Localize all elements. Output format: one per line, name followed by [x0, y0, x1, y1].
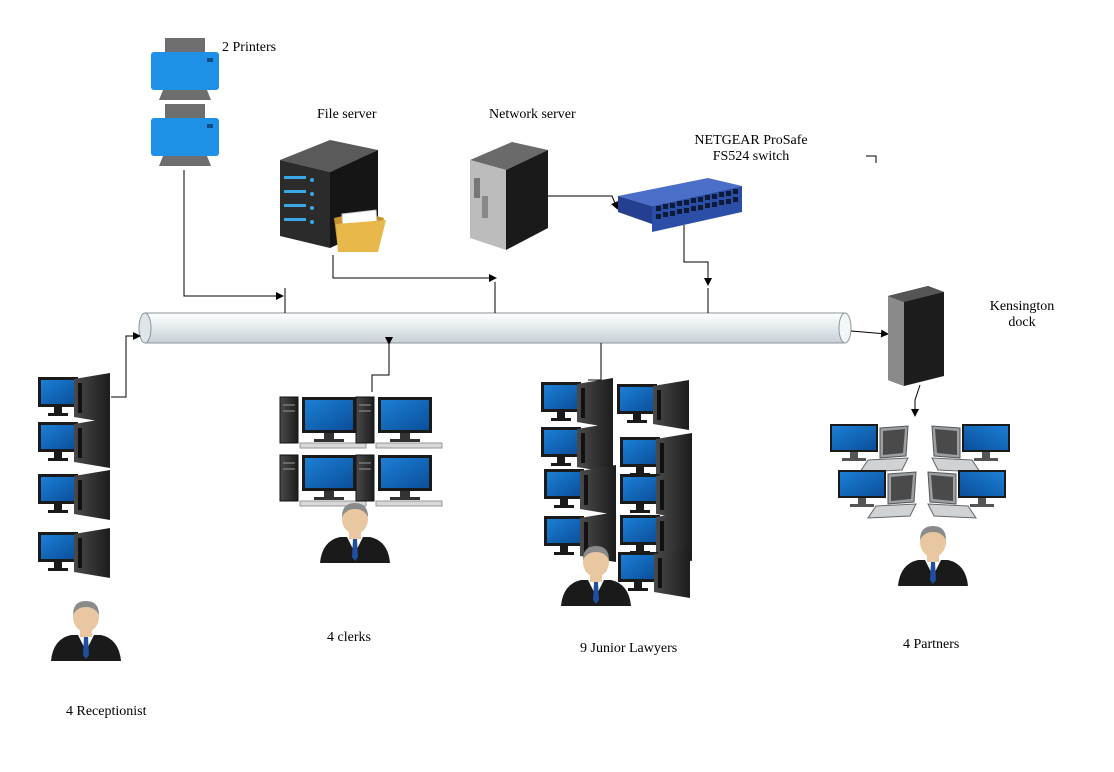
partners-label: 4 Partners: [903, 637, 960, 652]
desktop-pc-icon: [355, 396, 443, 449]
desktop-pc-icon: [620, 470, 692, 520]
desktop-pc-icon: [617, 380, 689, 430]
clerks-group: [279, 396, 443, 563]
desktop-pc-icon: [541, 423, 613, 473]
user-icon: [898, 526, 968, 586]
file-server-label: File server: [317, 107, 377, 122]
desktop-pc-icon: [355, 454, 443, 507]
switch-label-line2: FS524 switch: [712, 149, 790, 164]
file-server-icon: [280, 140, 386, 252]
desktop-pc-icon: [541, 378, 613, 428]
network-backbone: [138, 312, 852, 344]
laptop-icon: [927, 469, 1007, 519]
laptop-icon: [931, 423, 1011, 473]
kensington-dock-icon: [888, 286, 944, 386]
desktop-pc-icon: [38, 528, 110, 578]
desktop-pc-icon: [618, 548, 690, 598]
network-server-label: Network server: [489, 107, 576, 122]
desktop-pc-icon: [279, 454, 367, 507]
desktop-pc-icon: [38, 470, 110, 520]
junior-lawyers-group: [541, 378, 692, 606]
connector-lines: [111, 155, 921, 417]
printer-icon: [151, 104, 219, 166]
partners-group: [829, 423, 1011, 586]
switch-label-line1: NETGEAR ProSafe: [694, 133, 808, 148]
printers-label: 2 Printers: [222, 40, 277, 55]
clerks-label: 4 clerks: [327, 630, 371, 645]
desktop-pc-icon: [38, 418, 110, 468]
receptionist-group: [38, 373, 121, 661]
user-icon: [320, 503, 390, 563]
desktop-pc-icon: [279, 396, 367, 449]
switch-icon: [618, 178, 742, 232]
desktop-pc-icon: [544, 465, 616, 515]
laptop-icon: [829, 423, 909, 473]
printer-icon: [151, 38, 219, 100]
network-server-icon: [470, 142, 548, 250]
laptop-icon: [837, 469, 917, 519]
junior-lawyers-label: 9 Junior Lawyers: [580, 641, 678, 656]
dock-label-line2: dock: [1008, 315, 1036, 330]
dock-label-line1: Kensington: [989, 299, 1055, 314]
receptionist-label: 4 Receptionist: [66, 704, 147, 719]
dock-label: Kensington dock: [980, 299, 1064, 331]
switch-label: NETGEAR ProSafe FS524 switch: [686, 133, 816, 165]
desktop-pc-icon: [38, 373, 110, 423]
user-icon: [51, 601, 121, 661]
